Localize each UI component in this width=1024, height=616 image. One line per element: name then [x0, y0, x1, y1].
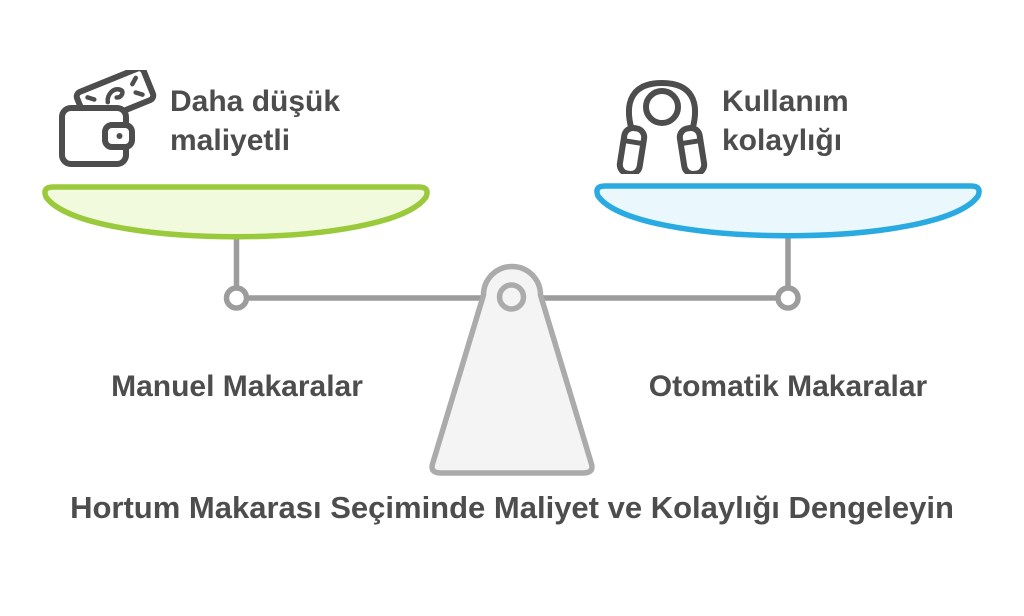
right-handle [676, 125, 708, 174]
fulcrum [429, 263, 595, 476]
right-pan [594, 183, 982, 239]
rope-loop [643, 88, 681, 126]
left-benefit-text: Daha düşük maliyetli [170, 85, 341, 157]
left-pan-label: Manuel Makaralar [111, 370, 363, 403]
rope-arch [626, 80, 698, 137]
left-beam-ring [223, 285, 250, 311]
diagram-title: Hortum Makarası Seçiminde Maliyet ve Kol… [70, 490, 954, 525]
wallet-cash-icon [58, 70, 158, 170]
left-handle [616, 125, 648, 174]
fulcrum-pivot-hole [496, 282, 527, 312]
right-benefit-text: Kullanım kolaylığı [722, 85, 849, 157]
left-pan [42, 184, 430, 240]
right-pan-label: Otomatik Makaralar [648, 370, 928, 403]
right-beam-ring [775, 285, 801, 311]
jump-rope-icon [612, 74, 712, 174]
